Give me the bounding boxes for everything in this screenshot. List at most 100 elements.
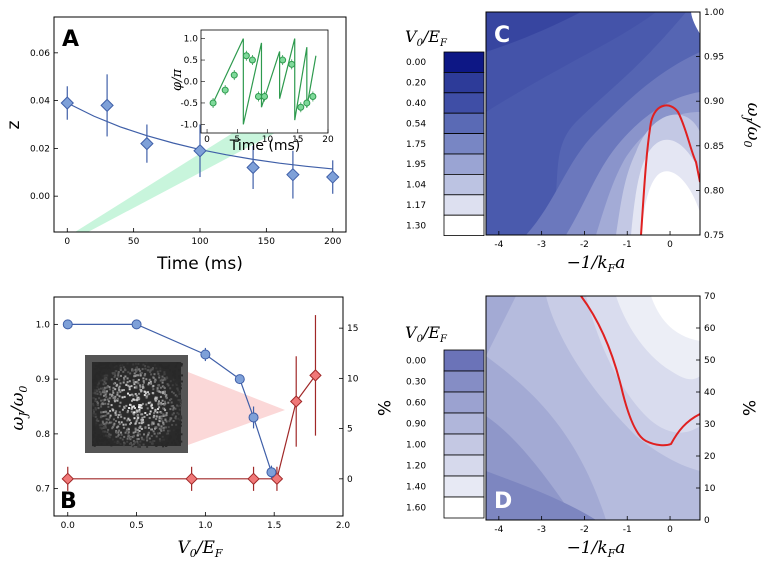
y-tick-label: 15 [347,324,358,334]
speckle-dot [128,419,131,422]
speckle-dot [96,393,99,395]
speckle-dot [134,381,137,383]
speckle-dot [113,366,116,369]
speckle-dot [172,408,175,411]
x-tick-label: 0 [64,237,70,247]
y-tick-label: 0 [347,475,353,485]
speckle-dot [111,438,114,441]
speckle-dot [104,422,107,425]
speckle-dot [139,384,142,387]
y-tick-label: 0.0 [184,78,199,88]
speckle-dot [162,403,165,405]
speckle-dot [181,374,183,377]
speckle-dot [146,435,149,438]
legend-label: 0.60 [406,399,426,409]
speckle-dot [105,395,108,398]
speckle-dot [105,418,108,421]
speckle-dot [119,413,122,416]
speckle-dot [115,431,118,434]
y-tick-label: 0.02 [30,144,50,154]
speckle-dot [111,427,114,430]
speckle-dot [126,411,129,414]
speckle-dot [178,393,181,396]
speckle-dot [139,440,142,443]
speckle-dot [103,386,106,389]
speckle-dot [161,381,164,384]
speckle-dot [133,441,136,444]
speckle-dot [99,435,101,438]
speckle-dot [176,395,179,398]
speckle-dot [134,362,137,365]
speckle-dot [107,412,110,415]
speckle-dot [92,414,95,416]
speckle-dot [146,394,149,397]
legend-swatch [443,112,485,134]
speckle-dot [93,426,96,429]
legend-swatch [443,391,485,414]
speckle-dot [108,386,111,389]
speckle-dot [145,403,148,406]
speckle-dot [144,367,147,370]
speckle-dot [160,429,163,432]
speckle-dot [148,381,150,384]
legend-swatch [443,433,485,456]
speckle-dot [141,402,144,405]
speckle-dot [117,375,120,378]
speckle-dot [174,407,177,410]
y2-ticks: 0.750.800.850.900.951.00 [696,8,724,241]
speckle-dot [121,396,124,399]
speckle-dot [119,443,122,445]
speckle-dot [107,435,110,437]
speckle-dot [138,368,141,371]
speckle-dot [112,409,115,412]
speckle-dot [109,421,111,424]
speckle-dot [139,425,142,428]
speckle-dot [117,441,120,444]
speckle-dot [128,442,131,445]
speckle-dot [120,431,122,434]
speckle-dot [119,364,122,367]
speckle-dot [142,381,145,384]
speckle-dot [116,399,119,402]
speckle-dot [156,390,159,392]
speckle-dot [174,415,177,418]
speckle-dot [137,431,140,434]
x-tick-label: 5 [234,135,240,145]
speckle-dot [138,406,140,409]
speckle-dot [131,393,134,396]
speckle-dot [129,423,131,426]
speckle-dot [117,414,120,416]
speckle-dot [148,417,151,419]
speckle-dot [132,405,135,408]
speckle-dot [133,386,136,389]
speckle-dot [160,427,163,430]
speckle-dot [99,375,102,378]
speckle-dot [112,391,115,394]
speckle-dot [104,410,107,413]
x-tick-label: 0.0 [61,521,76,531]
speckle-dot [175,423,178,426]
speckle-dot [179,362,182,365]
speckle-dot [118,379,121,382]
speckle-dot [163,393,166,396]
speckle-dot [112,387,115,390]
speckle-dot [140,418,143,421]
legend-swatch [443,72,485,94]
speckle-dot [158,400,160,403]
speckle-dot [146,414,149,416]
speckle-dot [95,440,98,443]
speckle-dot [94,431,97,434]
legend-label: 1.95 [406,160,426,170]
speckle-dot [161,365,164,368]
speckle-dot [159,439,162,442]
speckle-dot [160,425,163,428]
speckle-dot [135,394,138,397]
x-tick-label: 200 [324,237,341,247]
speckle-dot [102,423,105,425]
x-tick-label: 100 [191,237,208,247]
speckle-dot [115,430,118,432]
speckle-dot [161,385,164,388]
speckle-dot [175,430,178,433]
speckle-dot [94,398,97,401]
speckle-dot [150,435,153,437]
